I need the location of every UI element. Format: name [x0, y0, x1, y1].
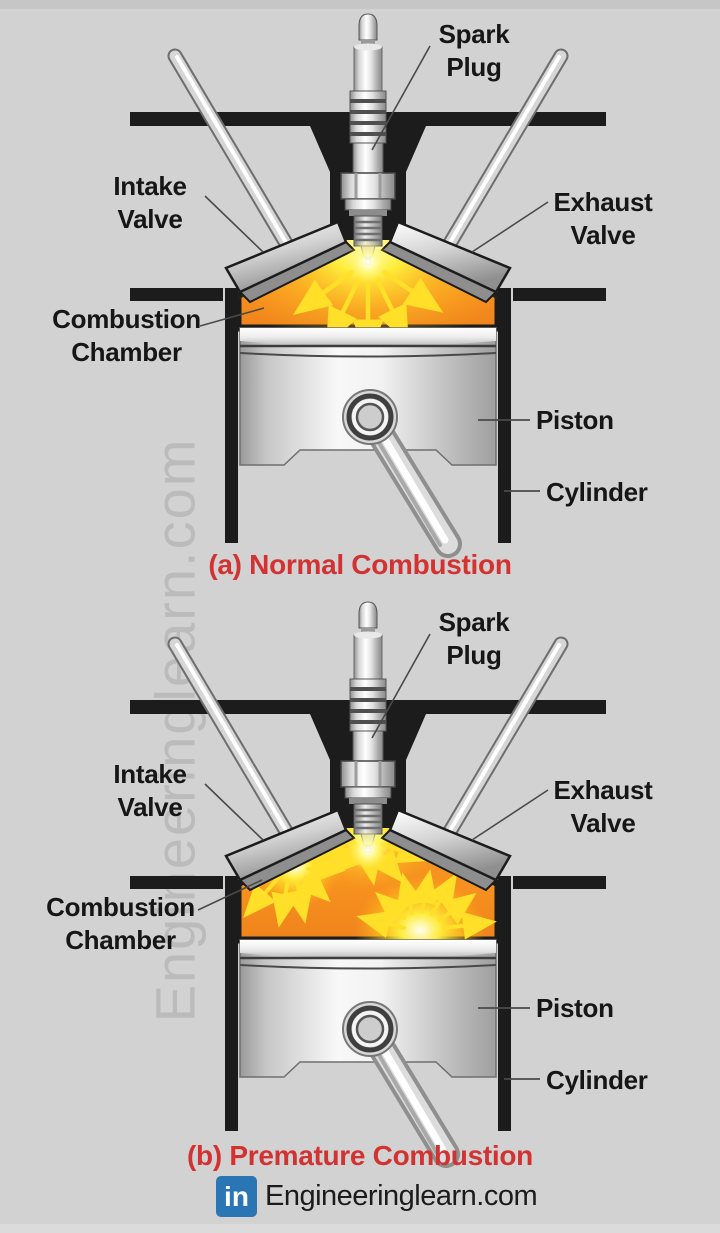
top-edge-strip: [0, 0, 720, 9]
site-name: Engineeringlearn.com: [265, 1180, 538, 1212]
label-combustion-chamber-a: Combustion Chamber: [52, 304, 201, 367]
label-cylinder-b: Cylinder: [546, 1065, 648, 1095]
label-intake-valve-b: Intake Valve: [113, 759, 187, 822]
bottom-edge-strip: [0, 1224, 720, 1233]
label-exhaust-valve-a: Exhaust Valve: [553, 187, 653, 250]
linkedin-icon[interactable]: in: [216, 1176, 257, 1217]
caption-normal-combustion: (a) Normal Combustion: [208, 549, 512, 580]
caption-premature-combustion: (b) Premature Combustion: [187, 1140, 533, 1171]
engine-diagram-normal-combustion: [0, 0, 720, 558]
label-piston-a: Piston: [536, 405, 614, 435]
wrist-pin: [343, 1002, 397, 1056]
label-piston-b: Piston: [536, 993, 614, 1023]
flame-arrows: [293, 269, 444, 328]
footer-branding: in Engineeringlearn.com: [216, 1176, 538, 1217]
engine-diagram-premature-combustion: [0, 588, 720, 1168]
label-cylinder-a: Cylinder: [546, 477, 648, 507]
spark-glow: [348, 830, 388, 870]
wrist-pin: [343, 390, 397, 444]
label-intake-valve-a: Intake Valve: [113, 171, 187, 234]
label-exhaust-valve-b: Exhaust Valve: [553, 775, 653, 838]
spark-glow: [346, 240, 390, 284]
label-spark-plug-a: Spark Plug: [438, 19, 510, 82]
label-combustion-chamber-b: Combustion Chamber: [46, 892, 195, 955]
label-spark-plug-b: Spark Plug: [438, 607, 510, 670]
